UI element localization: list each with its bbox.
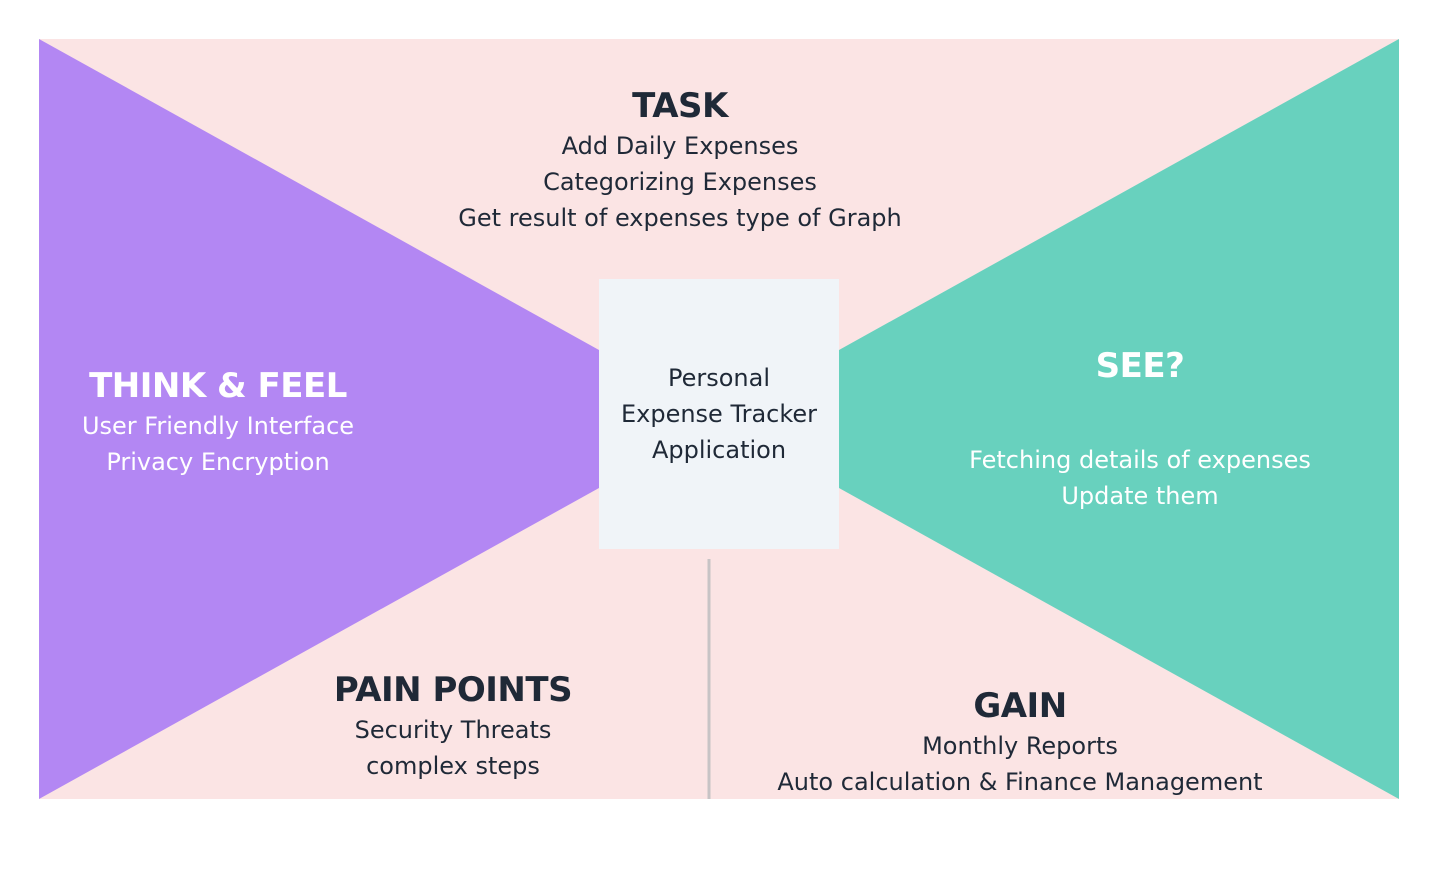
task-item-1: Add Daily Expenses (561, 132, 799, 160)
pain-points-title: PAIN POINTS (333, 670, 573, 710)
think-feel-item-2: Privacy Encryption (106, 448, 330, 476)
pain-points-block: PAIN POINTS Security Threats complex ste… (300, 668, 606, 784)
gain-item-1: Monthly Reports (922, 732, 1118, 760)
pain-points-item-1: Security Threats (354, 716, 552, 744)
think-feel-block: THINK & FEEL User Friendly Interface Pri… (58, 364, 378, 480)
see-item-2: Update them (1061, 482, 1219, 510)
gain-block: GAIN Monthly Reports Auto calculation & … (760, 684, 1280, 800)
task-title: TASK (632, 86, 728, 126)
see-item-1: Fetching details of expenses (969, 446, 1311, 474)
task-item-3: Get result of expenses type of Graph (458, 204, 902, 232)
see-spacer (920, 388, 1360, 442)
center-line-1: Personal (667, 364, 771, 392)
gain-item-2: Auto calculation & Finance Management (777, 768, 1263, 796)
think-feel-item-1: User Friendly Interface (81, 412, 355, 440)
think-feel-section (39, 39, 599, 799)
center-line-2: Expense Tracker (620, 400, 818, 428)
pain-points-item-2: complex steps (366, 752, 540, 780)
think-feel-title: THINK & FEEL (89, 366, 347, 406)
center-box: Personal Expense Tracker Application (599, 279, 839, 549)
see-section (839, 39, 1399, 799)
task-item-2: Categorizing Expenses (543, 168, 817, 196)
center-line-3: Application (651, 436, 787, 464)
see-title: SEE? (1095, 346, 1185, 386)
gain-title: GAIN (973, 686, 1067, 726)
task-block: TASK Add Daily Expenses Categorizing Exp… (420, 84, 940, 236)
see-block: SEE? Fetching details of expenses Update… (920, 344, 1360, 514)
